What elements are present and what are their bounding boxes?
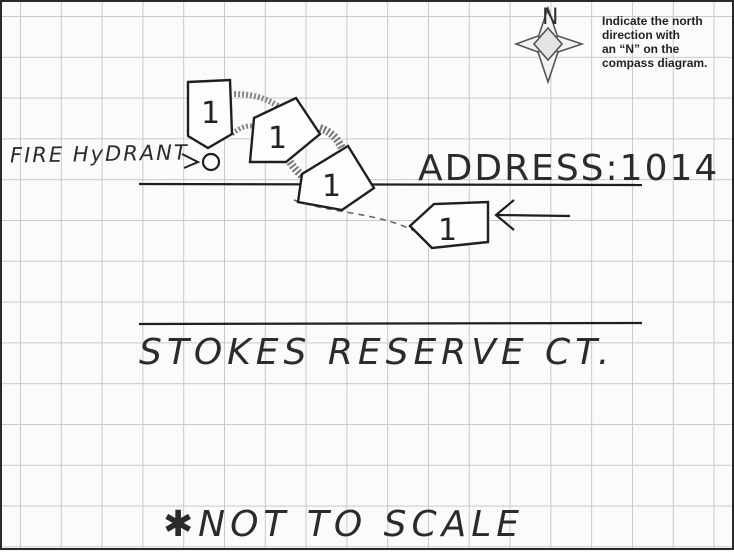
vehicle-2: 1 — [248, 96, 322, 164]
direction-arrow — [494, 199, 571, 231]
vehicle-3-mark: 1 — [322, 169, 341, 204]
fire-hydrant-label: FIRE HyDRANT — [9, 140, 189, 168]
motion-connector-3 — [318, 124, 346, 150]
compass-instruction-line: an “N” on the — [602, 42, 680, 56]
compass-instruction-line: compass diagram. — [602, 56, 708, 70]
vehicle-1-mark: 1 — [201, 96, 220, 131]
compass-instruction-line: direction with — [602, 28, 680, 42]
north-mark: N — [542, 5, 558, 30]
address-label: ADDRESS:1014 — [418, 148, 720, 189]
road-edge-top — [138, 182, 643, 187]
fire-hydrant-icon — [181, 152, 221, 172]
compass-instruction: Indicate the north direction with an “N”… — [602, 14, 732, 70]
vehicle-4: 1 — [408, 200, 490, 250]
vehicle-3: 1 — [296, 144, 376, 212]
compass-instruction-line: Indicate the north — [602, 14, 703, 28]
motion-connector-4 — [286, 159, 305, 179]
compass-rose-icon — [513, 5, 585, 85]
street-name-label: STOKES RESERVE CT. — [139, 332, 615, 373]
not-to-scale-note: ✱NOT TO SCALE — [163, 504, 525, 545]
vehicle-1: 1 — [186, 78, 234, 150]
vehicle-4-mark: 1 — [438, 213, 457, 248]
road-edge-bottom — [138, 321, 643, 326]
vehicle-2-mark: 1 — [268, 121, 287, 156]
